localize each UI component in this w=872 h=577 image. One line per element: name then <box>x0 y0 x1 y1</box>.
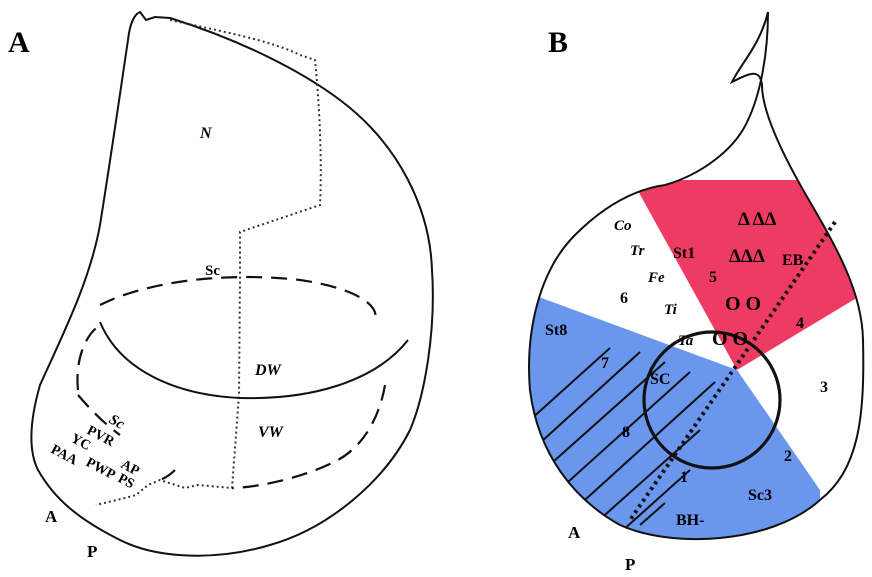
label-fe: Fe <box>647 270 665 286</box>
axis-a-label-b: A <box>568 523 581 542</box>
segment-1: 1 <box>680 469 688 486</box>
segment-3: 3 <box>820 379 828 396</box>
label-vw: VW <box>258 424 285 441</box>
circles-top: O O <box>725 293 761 315</box>
panel-a-label: A <box>8 26 30 59</box>
label-sc-side: Sc <box>106 412 127 434</box>
panel-b-label: B <box>548 26 568 59</box>
label-sc: SC <box>650 371 670 388</box>
segment-2: 2 <box>784 448 792 465</box>
label-dw: DW <box>254 362 283 379</box>
axis-p-label-b: P <box>625 555 635 574</box>
segment-4: 4 <box>796 315 804 332</box>
triangles-bottom: ΔΔΔ <box>729 246 765 267</box>
label-ta: Ta <box>678 333 694 349</box>
segment-6: 6 <box>620 290 628 307</box>
axis-p-label-a: P <box>87 542 97 561</box>
label-ti: Ti <box>664 302 678 318</box>
panel-a: A N Sc DW VW Sc PVR YC PAA PWP AP PS A P <box>8 12 433 561</box>
circles-bottom: O O <box>712 328 748 350</box>
embryo-arc <box>100 322 408 398</box>
triangles-top: Δ ΔΔ <box>738 209 776 230</box>
label-n: N <box>199 125 213 142</box>
dashed-ellipse-top <box>100 277 376 320</box>
axis-a-label-a: A <box>45 507 58 526</box>
segment-5: 5 <box>709 269 717 286</box>
segment-7: 7 <box>601 355 609 372</box>
label-sc3: Sc3 <box>748 487 772 504</box>
label-st1: St1 <box>673 245 695 262</box>
label-st8: St8 <box>545 322 567 339</box>
label-pwp: PWP <box>83 455 118 483</box>
label-co: Co <box>614 218 632 234</box>
segment-8: 8 <box>622 424 630 441</box>
egg-outline-a <box>31 12 432 556</box>
panel-b: B <box>520 12 870 574</box>
label-bh: BH- <box>676 512 704 529</box>
label-eb: EB <box>782 252 804 269</box>
label-tr: Tr <box>630 243 645 259</box>
label-sc-top: Sc <box>205 263 220 279</box>
